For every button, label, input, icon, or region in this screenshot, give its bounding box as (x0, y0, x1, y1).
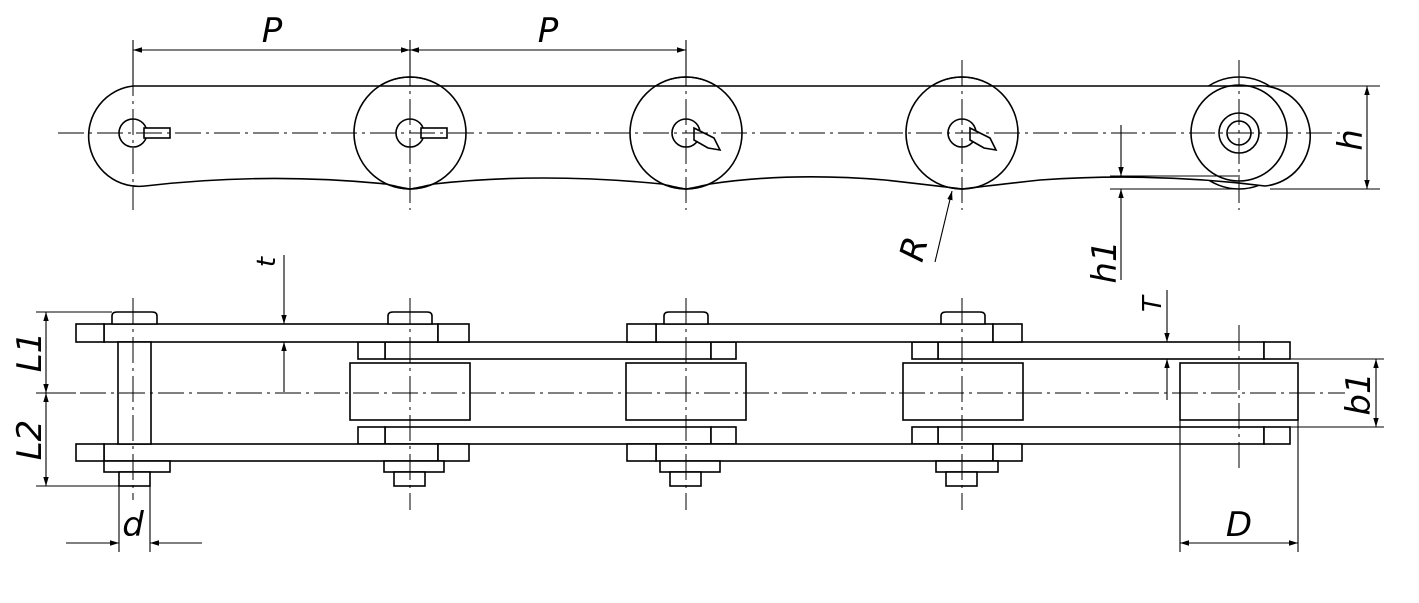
bushing-end-g (911, 426, 939, 445)
pin-heads (111, 311, 986, 325)
width-b1-label: b1 (1339, 372, 1379, 415)
radius-dimension: R (892, 190, 953, 266)
height-h-label: h (1331, 129, 1371, 151)
thickness-t-dimension: t (252, 255, 287, 392)
outer-plate-upper-1 (103, 323, 439, 343)
thickness-T-dimension: T (1138, 290, 1170, 400)
top-rollers (349, 362, 1299, 421)
outer-plate-end-a (75, 323, 105, 343)
outer-plate-end-f (437, 443, 470, 462)
outer-plate-end-h (992, 443, 1023, 462)
top-roller-4 (902, 362, 1024, 421)
side-centerlines (58, 60, 1340, 210)
thickness-t-label: t (252, 256, 282, 267)
pin-head-4 (940, 311, 986, 325)
inner-plate-lower-2 (937, 426, 1265, 445)
height-h1-label: h1 (1085, 240, 1125, 283)
top-centerlines (80, 298, 1345, 510)
bushing-end-d (1263, 341, 1291, 360)
nut-3 (659, 460, 721, 473)
pitch-label-1: P (262, 11, 283, 51)
top-roller-3 (625, 362, 747, 421)
side-view: P P h h1 R (58, 11, 1380, 284)
bushing-end-b (710, 341, 737, 360)
pitch-label-2: P (538, 11, 559, 51)
outer-plate-end-b (437, 323, 470, 343)
bushing-end-h (1263, 426, 1291, 445)
roller-D-dimension: D (1179, 420, 1299, 552)
pin-d-dimension: d (66, 486, 202, 552)
bushing-end-f (710, 426, 737, 445)
pitch-dimension: P P (132, 11, 687, 85)
inner-plate-lower-1 (384, 426, 712, 445)
pin-d-label: d (122, 505, 144, 545)
pin-nuts (103, 460, 999, 487)
bushing-end-c (911, 341, 939, 360)
pin-end-1 (118, 471, 151, 487)
pin-head-1 (111, 311, 158, 325)
roller-D-label: D (1226, 505, 1252, 545)
outer-plate-end-c (626, 323, 657, 343)
nut-4 (935, 460, 999, 473)
length-L1-label: L1 (10, 332, 50, 373)
outer-plate-lower-1 (103, 443, 439, 462)
height-dimension: h (1255, 85, 1380, 190)
radius-label: R (892, 233, 937, 266)
outer-plate-upper-2 (655, 323, 994, 343)
top-view: L1 L2 t T b1 d (10, 255, 1384, 552)
height-h1-dimension: h1 (1085, 125, 1240, 284)
bushing-end-e (357, 426, 386, 445)
outer-plate-end-g (626, 443, 657, 462)
nut-2 (383, 460, 445, 473)
thickness-T-label: T (1138, 294, 1168, 312)
outer-plate-lower-2 (655, 443, 994, 462)
bushing-end-a (357, 341, 386, 360)
width-b1-dimension: b1 (1290, 358, 1384, 428)
inner-plates (357, 341, 1291, 445)
nut-1 (103, 460, 171, 473)
outer-plates (75, 323, 1023, 462)
length-dimension: L1 L2 (10, 311, 119, 487)
outer-plate-end-d (992, 323, 1023, 343)
length-L2-label: L2 (10, 420, 50, 461)
outer-plate-end-e (75, 443, 105, 462)
inner-plate-upper-2 (937, 341, 1265, 360)
inner-plate-upper-1 (384, 341, 712, 360)
